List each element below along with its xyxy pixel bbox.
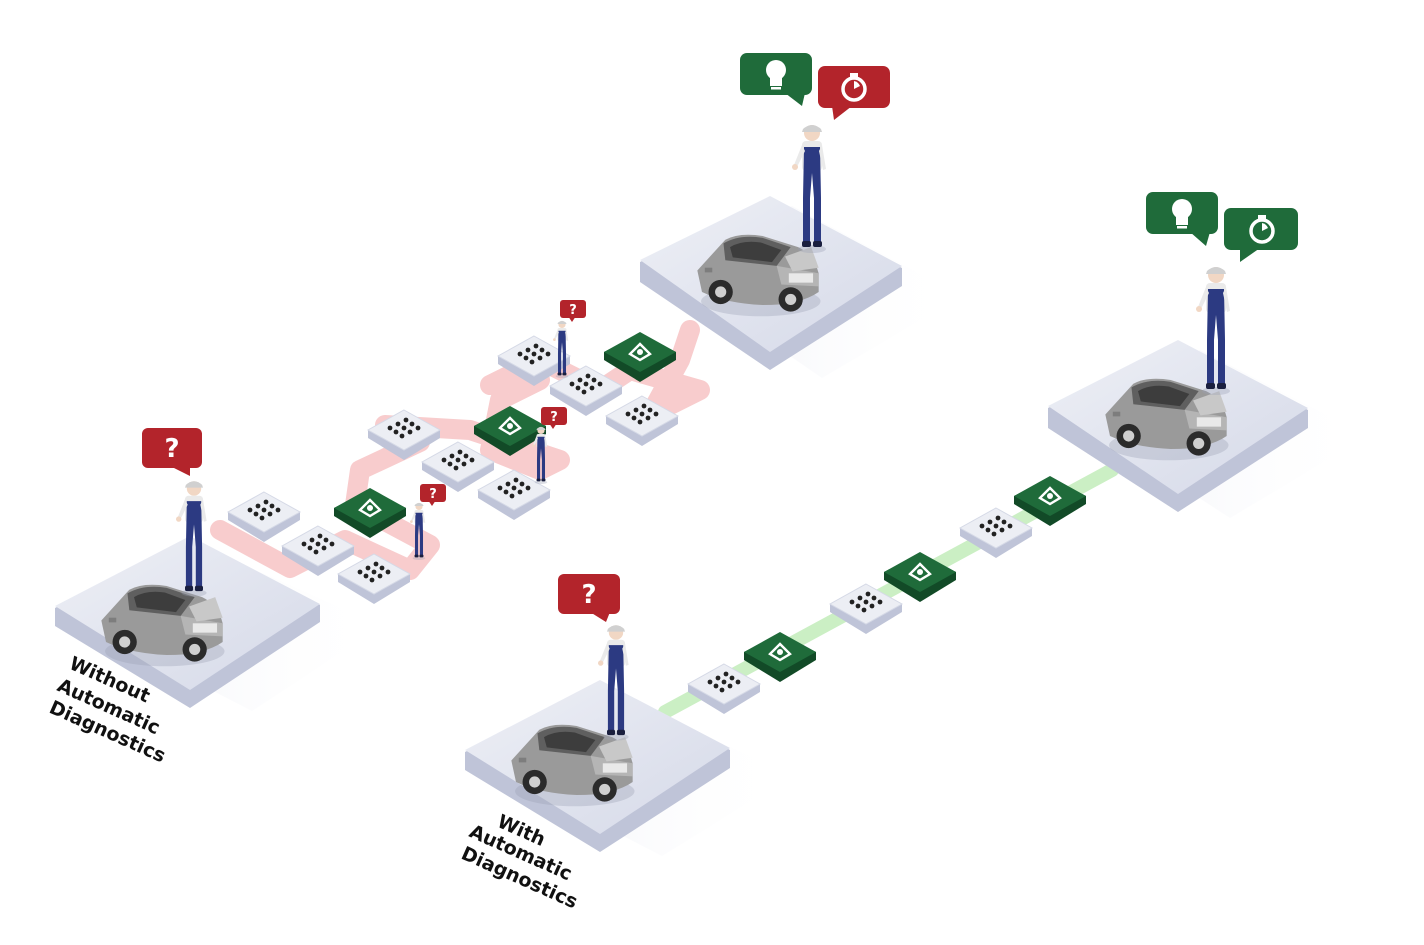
end-platform-without [640,125,962,378]
question-mark-icon: ? [164,434,179,464]
start-platform-with [465,625,792,856]
with-automatic-diagnostics-flow: ? [458,192,1368,913]
red-process-path [210,320,710,580]
question-bubble: ? [558,574,620,622]
idea-bubble-right [1146,192,1218,246]
end-platform-with [1048,267,1368,518]
idea-bubble-top [740,53,812,106]
stopwatch-icon [841,73,867,102]
confused-mechanic-3: ? [553,300,586,378]
lightbulb-icon [1172,199,1192,229]
lightbulb-icon [766,60,786,90]
question-mark-icon: ? [581,580,596,610]
time-bubble-top [818,66,890,120]
question-mark-icon: ? [550,410,558,425]
confused-mechanic-1: ? [410,484,446,560]
without-automatic-diagnostics-flow: ? ? ? [46,53,962,767]
question-mark-icon: ? [569,303,577,318]
confused-mechanic-2: ? [532,407,567,484]
stopwatch-icon [1249,215,1275,244]
time-bubble-right [1224,208,1298,262]
question-mark-icon: ? [429,487,437,502]
question-bubble: ? [142,428,202,476]
start-platform-without [55,481,382,711]
